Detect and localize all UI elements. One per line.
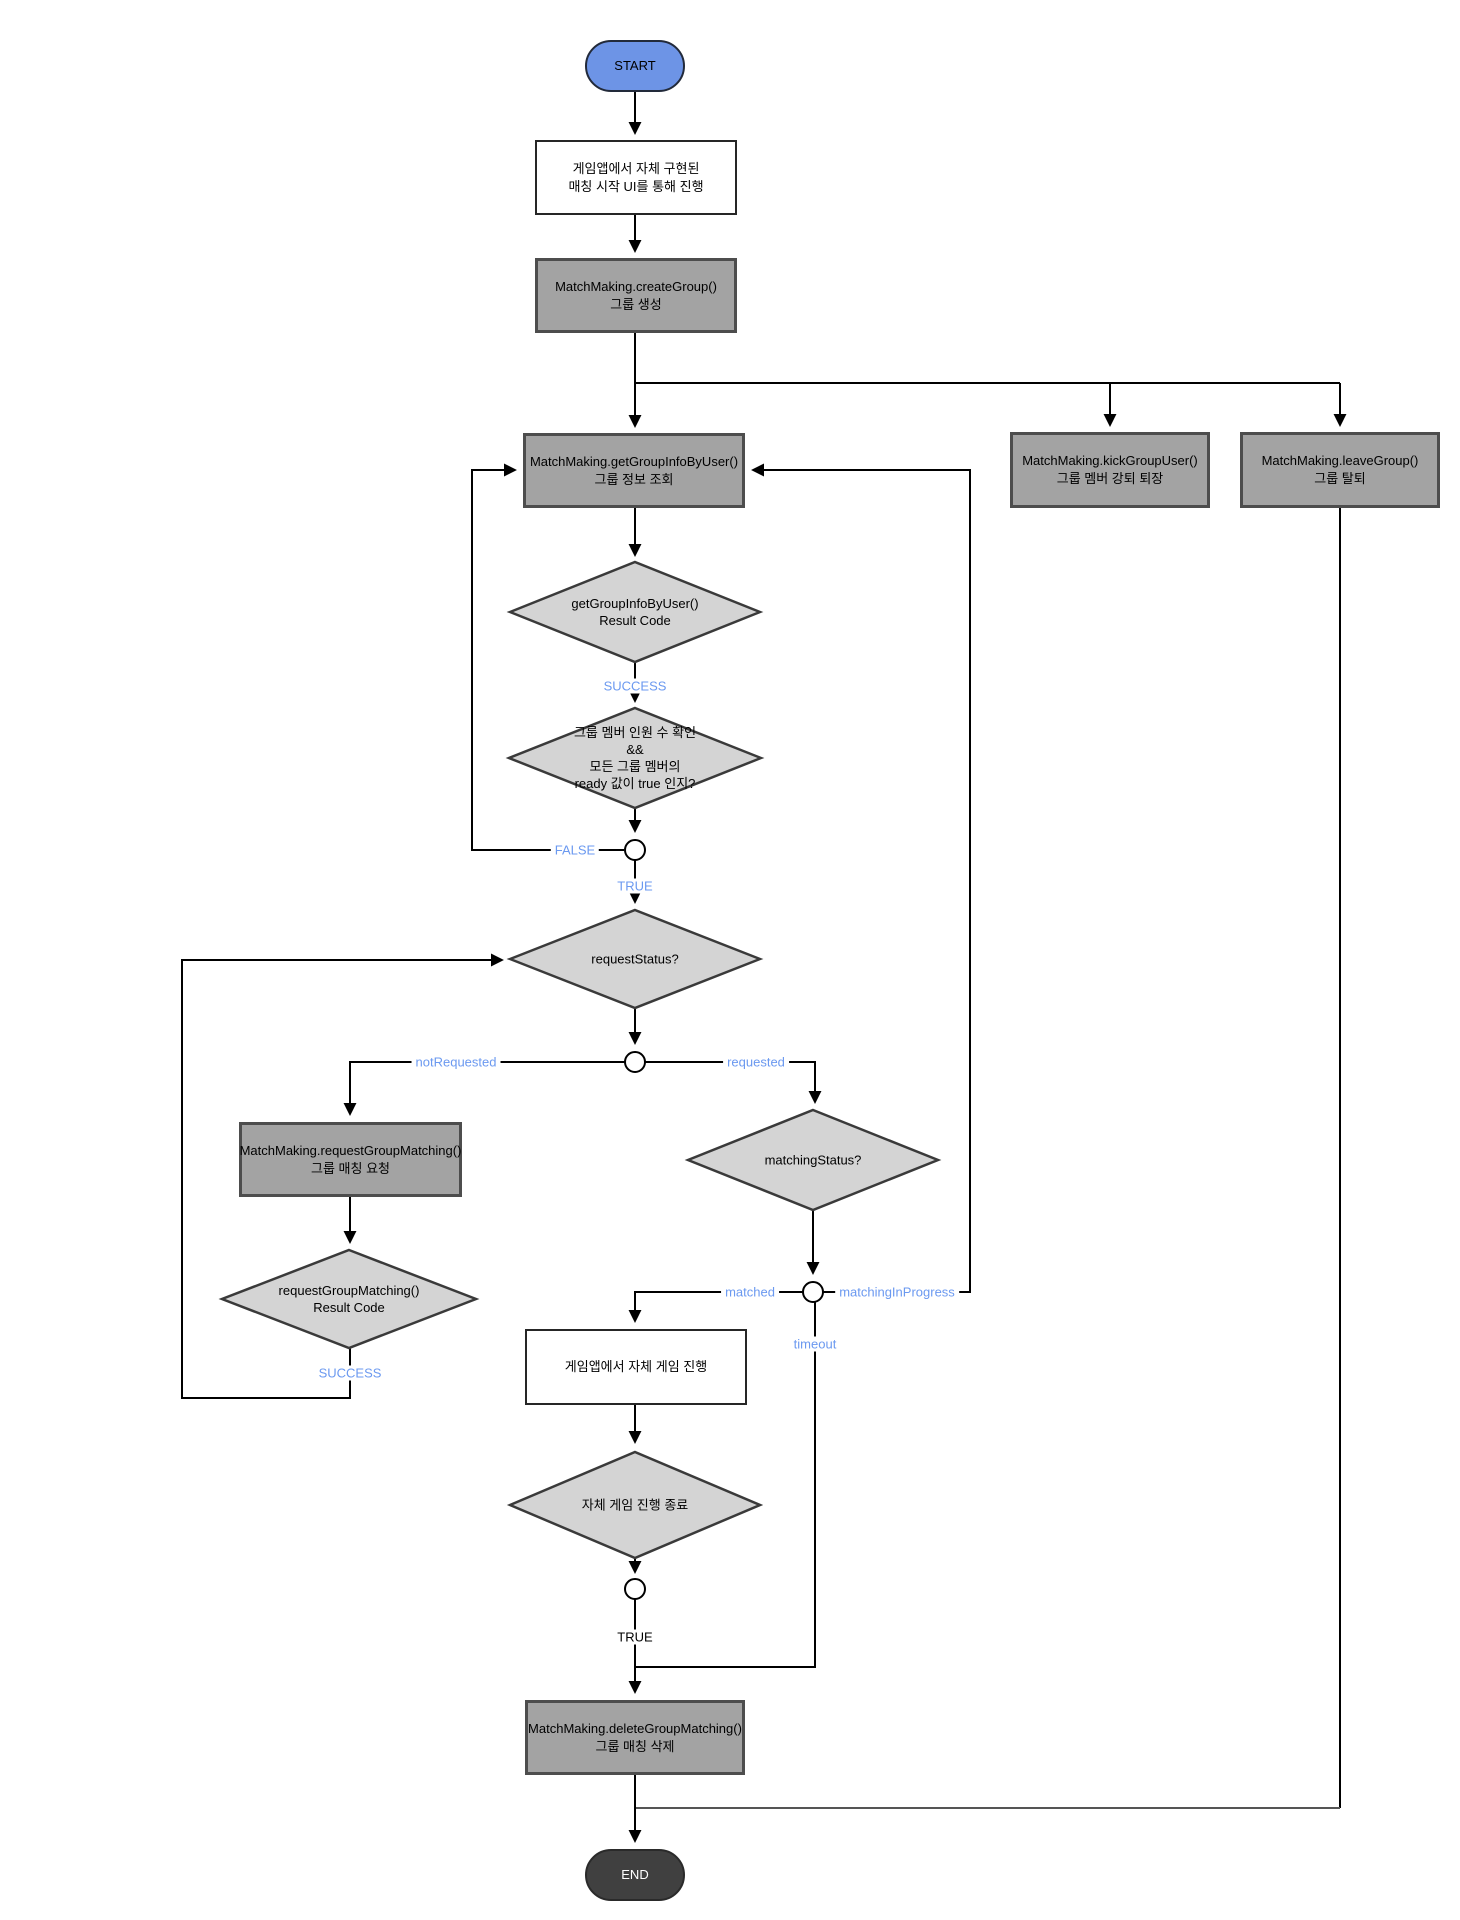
edge-label-false: FALSE — [550, 842, 600, 858]
edges-group — [181, 92, 1347, 1843]
decision-member-ready-check-line2: && — [626, 742, 644, 757]
edge-requested — [645, 1061, 822, 1104]
process-delete-group-matching: MatchMaking.deleteGroupMatching() 그룹 매칭 … — [525, 1700, 745, 1775]
decision-game-end-shape — [506, 1450, 764, 1560]
process-get-group-info: MatchMaking.getGroupInfoByUser() 그룹 정보 조… — [523, 433, 745, 508]
edge-label-matched: matched — [721, 1284, 779, 1300]
edge-label-not-requested: notRequested — [411, 1054, 501, 1070]
decision-game-end-line1: 자체 게임 진행 종료 — [581, 1497, 689, 1513]
decision-get-group-info-result-line1: getGroupInfoByUser() — [571, 596, 699, 611]
edge-label-true-1: TRUE — [613, 878, 657, 894]
decision-matching-status-shape — [684, 1108, 942, 1212]
edge-success-loop — [181, 953, 504, 1399]
edge-label-matching-in-progress: matchingInProgress — [835, 1284, 959, 1300]
decision-get-group-info-result-label: getGroupInfoByUser() Result Code — [571, 595, 698, 629]
decision-member-ready-check-line4: ready 값이 true 인지? — [574, 776, 696, 791]
junction-game-end-circle — [624, 1578, 646, 1600]
decision-matching-status-line1: matchingStatus? — [764, 1152, 862, 1168]
terminal-start-label: START — [614, 58, 656, 73]
io-play-game-line1: 게임앱에서 자체 게임 진행 — [564, 1359, 708, 1374]
junction-matching-status-circle — [802, 1281, 824, 1303]
process-leave-group-line1: MatchMaking.leaveGroup() — [1261, 453, 1419, 468]
decision-request-status-label: requestStatus? — [591, 951, 678, 968]
edge-label-requested: requested — [723, 1054, 789, 1070]
decision-matching-status-label: matchingStatus? — [765, 1152, 862, 1169]
process-delete-group-matching-line1: MatchMaking.deleteGroupMatching() — [528, 1720, 742, 1736]
process-create-group-line1: MatchMaking.createGroup() — [555, 278, 717, 294]
decision-get-group-info-result-shape — [506, 560, 764, 664]
io-play-game: 게임앱에서 자체 게임 진행 — [525, 1329, 747, 1405]
edge-label-success-1: SUCCESS — [599, 678, 671, 694]
decision-shapes — [218, 560, 942, 1560]
edge-timeout — [636, 1302, 816, 1668]
decision-request-status-shape — [506, 908, 764, 1010]
io-match-ui: 게임앱에서 자체 구현된 매칭 시작 UI를 통해 진행 — [535, 140, 737, 215]
process-get-group-info-line2: 그룹 정보 조회 — [594, 471, 674, 487]
process-leave-group-line2: 그룹 탈퇴 — [1314, 471, 1366, 486]
process-request-group-matching-line1: MatchMaking.requestGroupMatching() — [239, 1142, 462, 1158]
decision-get-group-info-result-line2: Result Code — [599, 613, 671, 628]
decision-member-ready-check-line1: 그룹 멤버 인원 수 확인 — [573, 725, 697, 740]
process-request-group-matching-line2: 그룹 매칭 요청 — [311, 1160, 390, 1176]
process-delete-group-matching-line2: 그룹 매칭 삭제 — [595, 1738, 675, 1754]
decision-member-ready-check-line3: 모든 그룹 멤버의 — [589, 759, 681, 774]
edge-false-loop — [471, 463, 624, 851]
junction-ready-check-circle — [624, 839, 646, 861]
decision-member-ready-check-shape — [505, 706, 765, 810]
junction-request-status-circle — [624, 1051, 646, 1073]
process-kick-group-user-line1: MatchMaking.kickGroupUser() — [1022, 453, 1198, 468]
terminal-start: START — [585, 40, 685, 92]
process-get-group-info-line1: MatchMaking.getGroupInfoByUser() — [529, 453, 739, 469]
edge-label-true-2: TRUE — [613, 1629, 657, 1645]
io-match-ui-line2: 매칭 시작 UI를 통해 진행 — [568, 178, 704, 194]
io-match-ui-line1: 게임앱에서 자체 구현된 — [572, 160, 700, 176]
edge-label-success-2: SUCCESS — [314, 1365, 386, 1381]
process-leave-group: MatchMaking.leaveGroup() 그룹 탈퇴 — [1240, 432, 1440, 508]
edge-label-timeout: timeout — [789, 1336, 841, 1352]
decision-request-group-matching-result-line1: requestGroupMatching() — [278, 1283, 420, 1298]
decision-request-group-matching-result-line2: Result Code — [313, 1300, 385, 1315]
junction-circles — [624, 839, 824, 1600]
decision-request-group-matching-result-shape — [218, 1248, 480, 1350]
edge-notrequested — [343, 1061, 625, 1116]
process-request-group-matching: MatchMaking.requestGroupMatching() 그룹 매칭… — [239, 1122, 462, 1197]
process-kick-group-user: MatchMaking.kickGroupUser() 그룹 멤버 강퇴 퇴장 — [1010, 432, 1210, 508]
terminal-end-label: END — [621, 1867, 649, 1882]
process-create-group: MatchMaking.createGroup() 그룹 생성 — [535, 258, 737, 333]
terminal-end: END — [585, 1849, 685, 1901]
process-kick-group-user-line2: 그룹 멤버 강퇴 퇴장 — [1056, 471, 1164, 486]
decision-member-ready-check-label: 그룹 멤버 인원 수 확인 && 모든 그룹 멤버의 ready 값이 true… — [574, 724, 696, 792]
decision-game-end-label: 자체 게임 진행 종료 — [582, 1497, 689, 1514]
decision-request-status-line1: requestStatus? — [591, 951, 679, 967]
process-create-group-line2: 그룹 생성 — [610, 296, 662, 312]
decision-request-group-matching-result-label: requestGroupMatching() Result Code — [279, 1282, 420, 1316]
